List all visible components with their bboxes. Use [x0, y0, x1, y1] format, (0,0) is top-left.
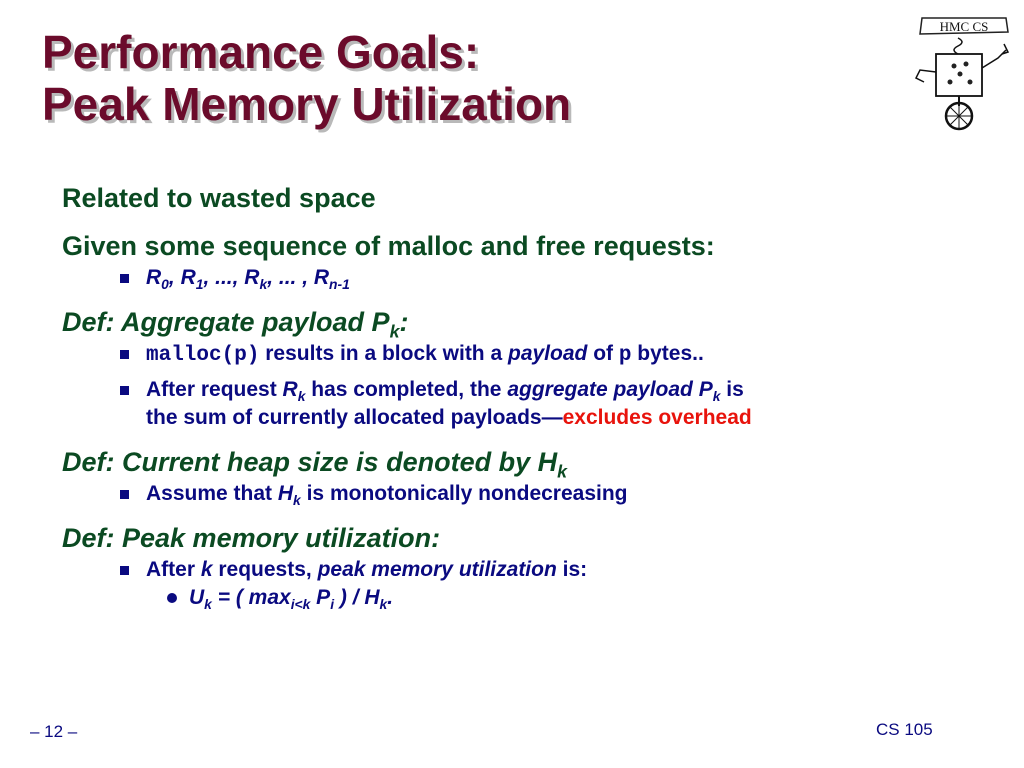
square-bullet-icon: [120, 490, 129, 499]
heading-heap-size: Def: Current heap size is denoted by Hk: [62, 447, 568, 482]
heading-peak-utilization: Def: Peak memory utilization:: [62, 523, 441, 553]
slide-body: Related to wasted space Given some seque…: [62, 180, 992, 612]
round-bullet-icon: [167, 593, 177, 603]
square-bullet-icon: [120, 350, 129, 359]
excludes-overhead-highlight: excludes overhead: [562, 406, 752, 429]
page-number: – 12 –: [30, 722, 78, 741]
bullet-malloc-payload: malloc(p) results in a block with a payl…: [62, 340, 992, 370]
slide-title: Performance Goals: Peak Memory Utilizati…: [42, 26, 571, 130]
heading-wasted-space: Related to wasted space: [62, 183, 376, 213]
square-bullet-icon: [120, 566, 129, 575]
bullet-after-k-requests: After k requests, peak memory utilizatio…: [62, 556, 992, 584]
title-line-2: Peak Memory Utilization: [42, 78, 572, 130]
square-bullet-icon: [120, 386, 129, 395]
course-label: CS 105: [876, 720, 933, 739]
heading-request-sequence: Given some sequence of malloc and free r…: [62, 231, 715, 261]
square-bullet-icon: [120, 274, 129, 283]
robot-unicycle-icon: HMC CS: [914, 17, 1010, 131]
logo-text: HMC CS: [940, 19, 989, 34]
bullet-aggregate-definition: After request Rk has completed, the aggr…: [62, 376, 992, 432]
bullet-monotonic: Assume that Hk is monotonically nondecre…: [62, 480, 992, 508]
title-line-1: Performance Goals:: [42, 26, 480, 78]
bullet-request-list: R0, R1, ..., Rk, ... , Rn-1: [62, 264, 992, 292]
formula-peak-utilization: Uk = ( maxi<k Pi ) / Hk.: [62, 584, 992, 612]
heading-aggregate-payload: Def: Aggregate payload Pk:: [62, 307, 409, 342]
